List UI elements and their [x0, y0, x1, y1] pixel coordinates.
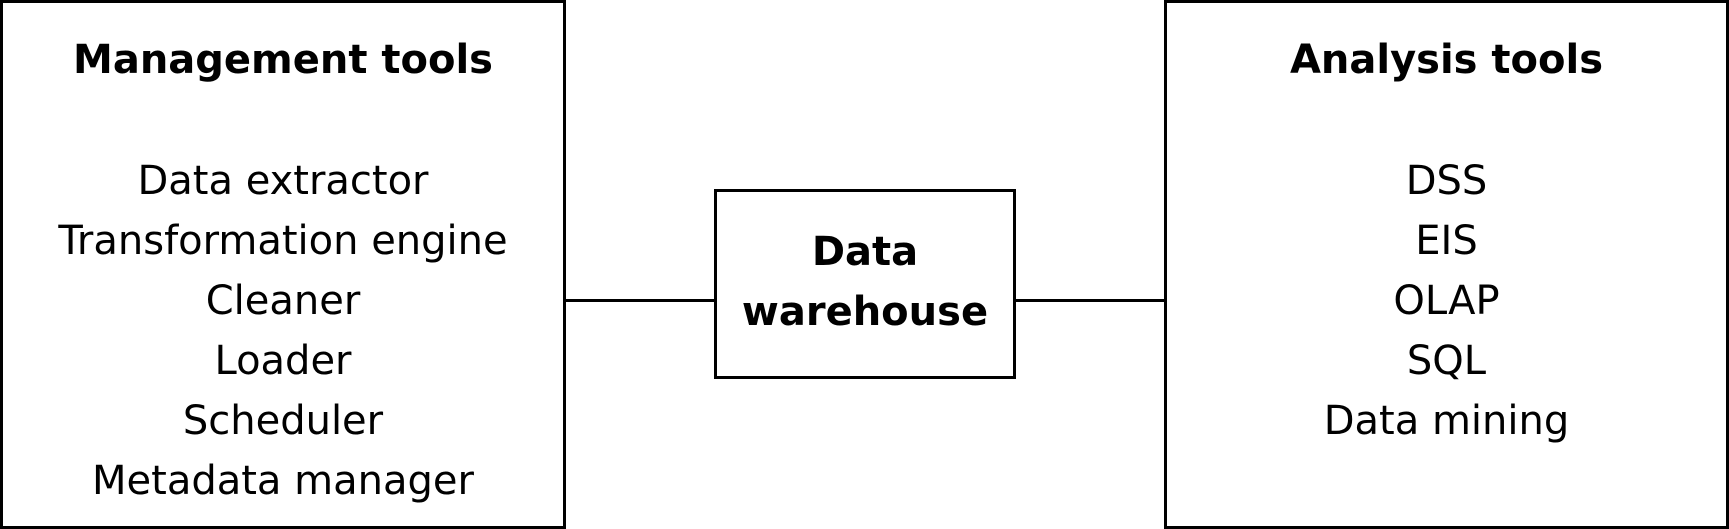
management-tools-title: Management tools [73, 37, 493, 83]
management-tool-item: Transformation engine [58, 218, 508, 264]
data-warehouse-title-line2: warehouse [741, 289, 989, 335]
analysis-tool-item: DSS [1405, 158, 1488, 204]
connector-management-to-warehouse [563, 299, 715, 302]
analysis-tool-item: Data mining [1323, 398, 1570, 444]
analysis-tool-item: EIS [1415, 218, 1478, 264]
analysis-tools-box: Analysis tools DSS EIS OLAP SQL Data min… [1164, 0, 1729, 529]
management-tools-box: Management tools Data extractor Transfor… [0, 0, 566, 529]
analysis-tool-item: SQL [1406, 338, 1487, 384]
data-warehouse-title: Data warehouse [717, 222, 1013, 342]
management-tool-item: Scheduler [182, 398, 384, 444]
management-tools-list: Data extractor Transformation engine Cle… [3, 151, 563, 511]
analysis-tools-list: DSS EIS OLAP SQL Data mining [1167, 151, 1726, 451]
analysis-tools-title: Analysis tools [1289, 37, 1604, 83]
analysis-tool-item: OLAP [1393, 278, 1500, 324]
data-warehouse-title-line1: Data [811, 229, 919, 275]
connector-warehouse-to-analysis [1014, 299, 1166, 302]
management-tool-item: Data extractor [137, 158, 429, 204]
management-tool-item: Cleaner [205, 278, 361, 324]
data-warehouse-box: Data warehouse [714, 189, 1016, 379]
management-tool-item: Metadata manager [92, 458, 474, 504]
management-tool-item: Loader [214, 338, 352, 384]
